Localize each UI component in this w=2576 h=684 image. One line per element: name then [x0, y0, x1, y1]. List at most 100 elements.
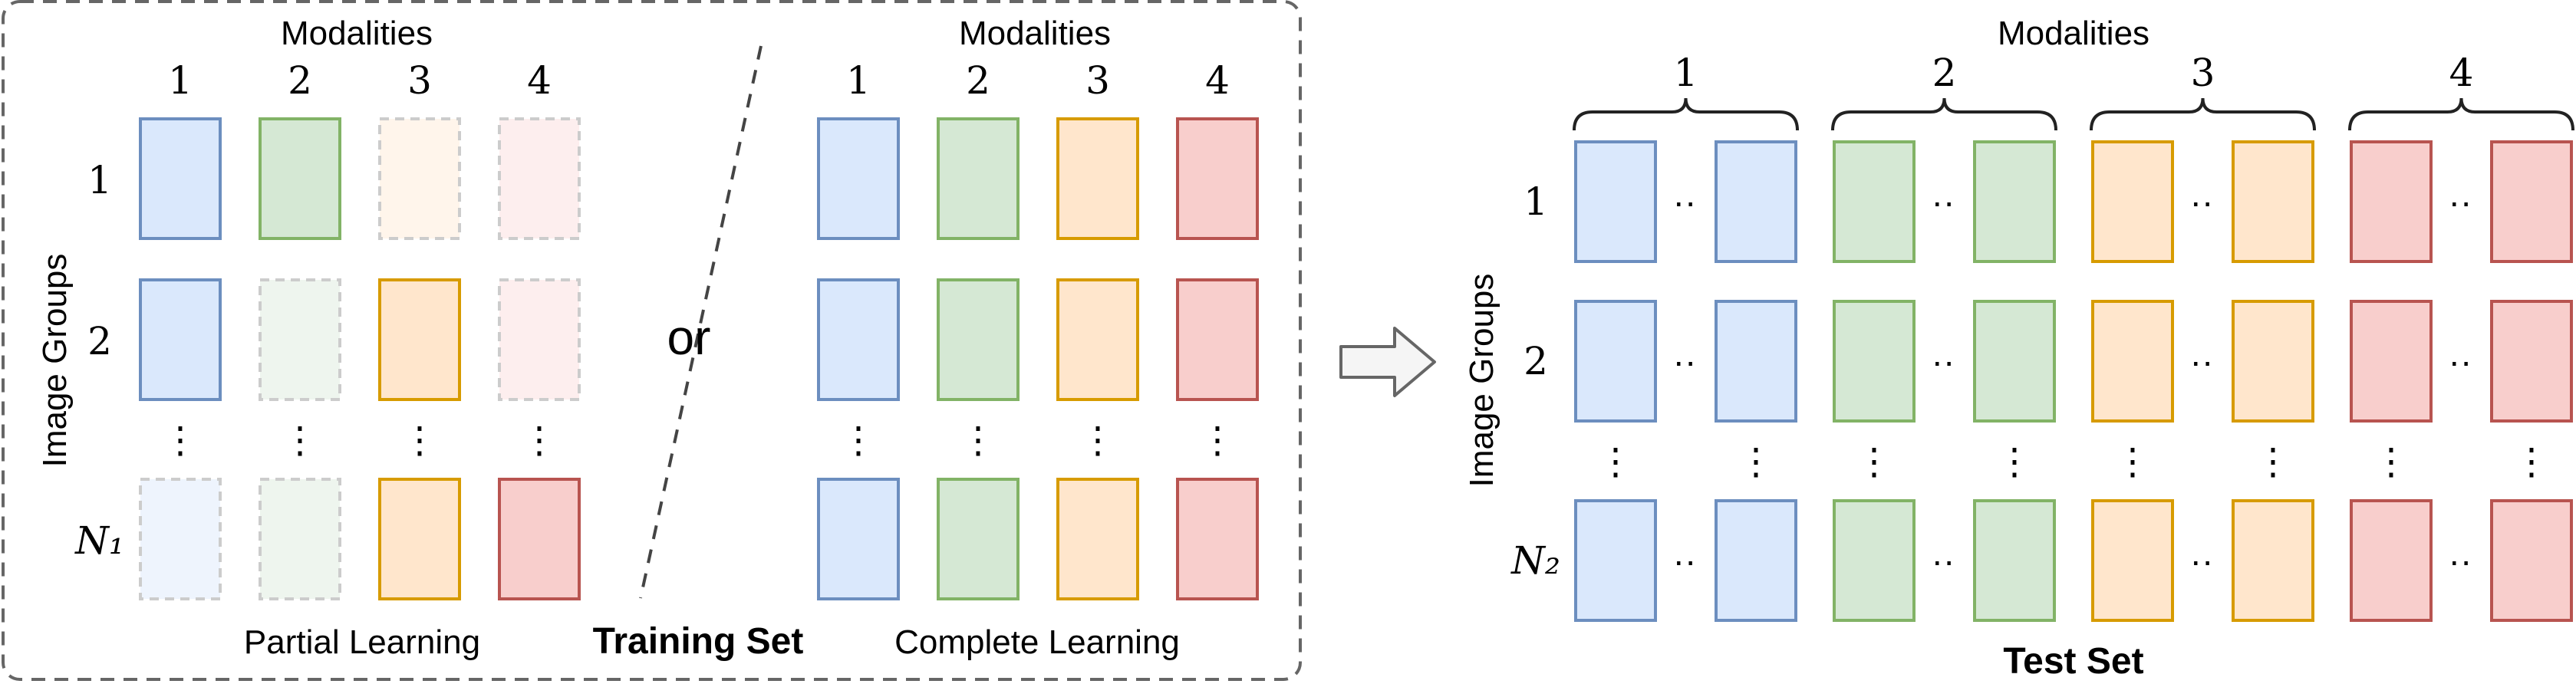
test-row-label: N₂ — [1510, 538, 1560, 583]
test-cell — [1973, 300, 2056, 423]
vertical-ellipsis: ⋮ — [282, 419, 318, 462]
partial-row-label: 1 — [87, 158, 112, 202]
test-row-label: 2 — [1524, 339, 1548, 383]
test-cell — [2350, 300, 2433, 423]
training-set-title: Training Set — [593, 621, 804, 662]
vertical-ellipsis: ⋮ — [162, 419, 199, 462]
test-cell — [1715, 140, 1797, 263]
test-cell — [1715, 499, 1797, 622]
training-image-groups-label: Image Groups — [36, 254, 74, 468]
vertical-ellipsis: ⋮ — [1597, 440, 1634, 483]
test-cell — [1973, 140, 2056, 263]
vertical-ellipsis: ⋮ — [960, 419, 996, 462]
test-cell — [2232, 499, 2314, 622]
partial-cell-missing — [378, 117, 461, 240]
vertical-ellipsis: ⋮ — [840, 419, 877, 462]
test-cell — [2490, 300, 2573, 423]
complete-vertical-ellipsis: ⋮ ⋮ ⋮ ⋮ — [840, 419, 1236, 462]
test-cell — [2091, 499, 2174, 622]
partial-cell-missing — [259, 278, 341, 401]
test-row-label: 1 — [1524, 179, 1548, 224]
test-modalities-header: Modalities — [1998, 15, 2149, 52]
test-column-label: 2 — [1932, 51, 1957, 95]
horizontal-ellipsis: ·· — [1673, 341, 1697, 381]
complete-learning-caption: Complete Learning — [894, 623, 1180, 661]
partial-cell-present — [378, 478, 461, 600]
test-cell — [2232, 300, 2314, 423]
modality-brace — [1831, 97, 2057, 131]
partial-cell-present — [139, 278, 222, 401]
partial-row-label: 2 — [87, 319, 112, 363]
complete-cell — [1056, 117, 1139, 240]
test-modality-braces — [1573, 97, 2574, 131]
vertical-ellipsis: ⋮ — [1856, 440, 1892, 483]
test-cell — [1833, 140, 1916, 263]
test-image-groups-label: Image Groups — [1463, 274, 1500, 488]
test-cell — [2091, 300, 2174, 423]
partial-cell-present — [378, 278, 461, 401]
training-set-frame — [2, 0, 1302, 681]
test-cell — [2490, 140, 2573, 263]
vertical-ellipsis: ⋮ — [2373, 440, 2410, 483]
complete-cell — [937, 278, 1020, 401]
horizontal-ellipsis: ·· — [2190, 341, 2214, 381]
test-cell — [1973, 499, 2056, 622]
horizontal-ellipsis: ·· — [2449, 541, 2472, 580]
horizontal-ellipsis: ·· — [2449, 341, 2472, 381]
complete-cell — [817, 117, 900, 240]
partial-row-labels: 1 2N₁ — [74, 158, 124, 563]
partial-column-label: 1 — [168, 58, 193, 103]
complete-column-label: 2 — [966, 58, 990, 103]
test-cell — [1574, 499, 1657, 622]
horizontal-ellipsis: ·· — [1673, 182, 1697, 222]
test-column-label: 1 — [1674, 51, 1698, 95]
horizontal-ellipsis: ·· — [2190, 541, 2214, 580]
horizontal-ellipsis: ·· — [1932, 541, 1955, 580]
complete-column-labels: 1 2 3 4 — [846, 58, 1230, 103]
complete-cell — [817, 278, 900, 401]
complete-column-label: 1 — [846, 58, 871, 103]
partial-cell-present — [498, 478, 581, 600]
complete-cell — [1056, 278, 1139, 401]
complete-column-label: 4 — [1205, 58, 1230, 103]
test-cell — [1833, 300, 1916, 423]
complete-cell — [1056, 478, 1139, 600]
horizontal-ellipsis: ·· — [2190, 182, 2214, 222]
vertical-ellipsis: ⋮ — [1199, 419, 1236, 462]
complete-cell — [817, 478, 900, 600]
partial-learning-grid — [139, 117, 581, 600]
complete-cell — [1176, 278, 1259, 401]
test-cell — [1574, 300, 1657, 423]
test-cell — [2232, 140, 2314, 263]
partial-column-label: 2 — [288, 58, 312, 103]
test-column-labels: 1 2 3 4 — [1674, 51, 2474, 95]
test-cell — [1715, 300, 1797, 423]
test-cell — [2490, 499, 2573, 622]
partial-row-label: N₁ — [74, 518, 124, 563]
vertical-ellipsis: ⋮ — [1996, 440, 2033, 483]
partial-modalities-header: Modalities — [281, 15, 433, 52]
partial-vertical-ellipsis: ⋮⋮⋮⋮ — [162, 419, 558, 462]
test-column-label: 4 — [2449, 51, 2474, 95]
partial-cell-missing — [498, 117, 581, 240]
complete-cell — [937, 478, 1020, 600]
partial-cell-present — [259, 117, 341, 240]
complete-cell — [1176, 117, 1259, 240]
vertical-ellipsis: ⋮ — [1738, 440, 1774, 483]
partial-column-label: 3 — [407, 58, 432, 103]
partial-cell-missing — [139, 478, 222, 600]
partial-cell-missing — [498, 278, 581, 401]
complete-column-label: 3 — [1085, 58, 1110, 103]
test-cell — [2091, 140, 2174, 263]
vertical-ellipsis: ⋮ — [1079, 419, 1116, 462]
complete-learning-grid — [817, 117, 1259, 600]
partial-column-label: 4 — [527, 58, 552, 103]
partial-cell-missing — [259, 478, 341, 600]
test-horizontal-ellipsis: ························ — [1673, 182, 2472, 580]
test-cell — [1574, 140, 1657, 263]
modality-brace — [1573, 97, 1799, 131]
test-cell — [1833, 499, 1916, 622]
test-set-title: Test Set — [2003, 641, 2143, 682]
test-column-label: 3 — [2191, 51, 2215, 95]
